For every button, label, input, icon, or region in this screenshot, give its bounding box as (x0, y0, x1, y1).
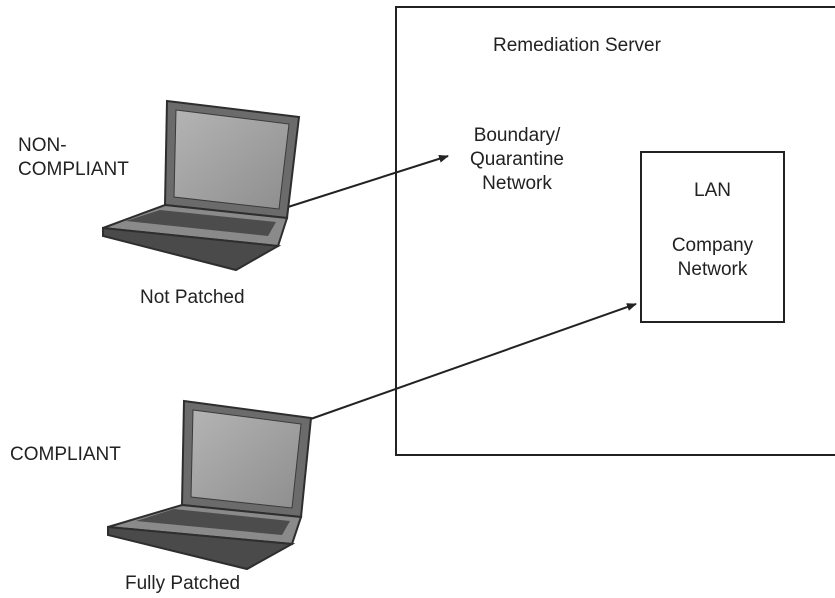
company-network-label: Company Network (640, 234, 785, 282)
compliant-status: COMPLIANT (10, 444, 121, 465)
boundary-line-1: Boundary/ (473, 125, 561, 146)
company-line-2: Network (677, 259, 748, 280)
remediation-server-box (395, 6, 835, 456)
boundary-quarantine-label: Boundary/ Quarantine Network (447, 124, 587, 196)
laptop-icon (107, 399, 313, 571)
laptop-icon (102, 99, 301, 272)
boundary-line-3: Network (482, 173, 552, 194)
not-patched-caption: Not Patched (140, 287, 245, 308)
lan-box (640, 151, 785, 323)
arrow-to-lan (304, 303, 637, 422)
company-line-1: Company (671, 235, 754, 256)
non-compliant-line-2: COMPLIANT (18, 159, 129, 180)
boundary-line-2: Quarantine (469, 149, 564, 170)
non-compliant-line-1: NON- (18, 135, 67, 156)
non-compliant-status: NON- COMPLIANT (18, 134, 129, 182)
fully-patched-caption: Fully Patched (125, 573, 241, 594)
arrow-to-quarantine (287, 154, 449, 208)
lan-title: LAN (694, 180, 731, 201)
remediation-server-title: Remediation Server (493, 35, 661, 56)
